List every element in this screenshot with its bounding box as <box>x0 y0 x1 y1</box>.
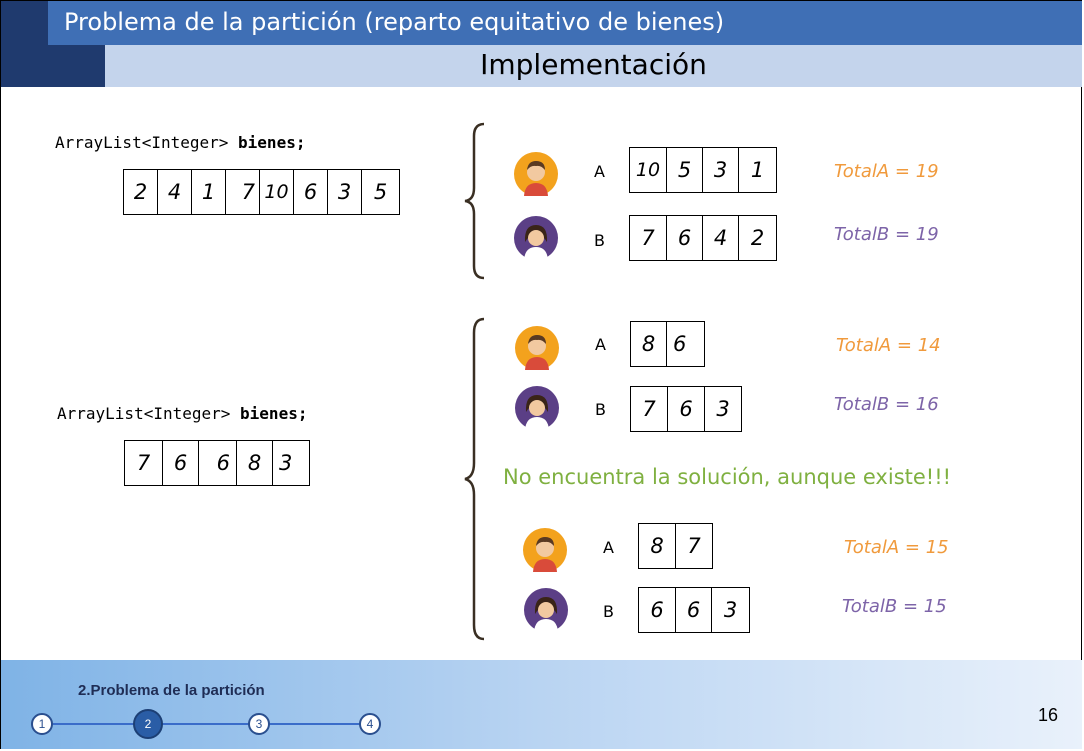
array-cell: 2 <box>124 170 158 214</box>
solution-a-array: 8 7 <box>638 523 713 569</box>
array-cell: 8 <box>237 441 273 485</box>
boy-avatar-icon <box>515 326 559 370</box>
array-cell: 3 <box>723 598 738 622</box>
page-number: 16 <box>1038 705 1059 725</box>
code-type: ArrayList<Integer> <box>55 133 239 152</box>
attempt-b-array: 7 6 3 <box>630 386 742 432</box>
array-cell: 5 <box>373 180 388 204</box>
array-cell: 8 <box>639 524 676 568</box>
no-solution-note: No encuentra la solución, aunque existe!… <box>503 465 952 489</box>
section-label: 2.Problema de la partición <box>78 682 265 699</box>
array-cell: 7 <box>687 534 701 558</box>
person-a-label: A <box>594 162 605 181</box>
total-b: TotalB = 15 <box>842 596 947 617</box>
array-cell: 4 <box>703 216 739 260</box>
array-cell: 10 <box>260 170 294 214</box>
person-b-array: 7 6 4 2 <box>629 215 777 261</box>
solution-b-array: 6 6 3 <box>638 587 750 633</box>
array-cell: 6 <box>163 441 199 485</box>
array-cell: 8 <box>631 322 667 366</box>
progress-line <box>52 723 370 725</box>
boy-avatar-icon <box>523 528 567 572</box>
curly-brace-icon <box>464 122 485 280</box>
person-a-array: 10 5 3 1 <box>629 147 777 193</box>
code-declaration-2: ArrayList<Integer> bienes; <box>57 404 307 423</box>
step-4[interactable]: 4 <box>359 713 381 735</box>
slide-subtitle: Implementación <box>480 48 707 81</box>
header-title-bar <box>48 1 1082 45</box>
footer-bar <box>1 660 1082 749</box>
girl-avatar-icon <box>524 588 568 632</box>
curly-brace-icon <box>464 317 485 641</box>
total-b: TotalB = 19 <box>834 224 939 245</box>
array-cell: 6 <box>676 588 712 632</box>
array-cell: 10 <box>630 148 667 192</box>
code-type: ArrayList<Integer> <box>57 404 241 423</box>
step-3[interactable]: 3 <box>248 713 270 735</box>
array-cell: 6 <box>673 332 687 356</box>
bienes-array-1: 2 4 1 7 10 6 3 5 <box>123 169 400 215</box>
array-cell: 6 <box>668 387 705 431</box>
array-cell: 7 <box>226 170 260 214</box>
person-b-label: B <box>594 231 605 250</box>
array-cell: 3 <box>328 170 362 214</box>
array-cell: 7 <box>630 216 667 260</box>
person-a-label: A <box>603 538 614 557</box>
slide-title: Problema de la partición (reparto equita… <box>64 8 725 36</box>
array-cell: 7 <box>631 387 668 431</box>
person-a-label: A <box>595 335 606 354</box>
header-subtitle-bar <box>105 45 1082 87</box>
total-a: TotalA = 15 <box>844 537 949 558</box>
array-cell: 6 <box>667 216 703 260</box>
girl-avatar-icon <box>514 216 558 260</box>
code-variable: bienes; <box>240 404 308 423</box>
code-variable: bienes; <box>238 133 306 152</box>
array-cell: 6 <box>639 588 676 632</box>
array-cell: 3 <box>703 148 739 192</box>
total-a: TotalA = 14 <box>836 335 941 356</box>
attempt-a-array: 8 6 <box>630 321 705 367</box>
array-cell: 3 <box>279 451 293 475</box>
person-b-label: B <box>603 602 614 621</box>
boy-avatar-icon <box>514 152 558 196</box>
array-cell: 3 <box>716 397 730 421</box>
bienes-array-2: 7 6 6 8 3 <box>124 440 310 486</box>
array-cell: 4 <box>158 170 192 214</box>
girl-avatar-icon <box>515 386 559 430</box>
array-cell: 5 <box>667 148 703 192</box>
array-cell: 6 <box>294 170 328 214</box>
array-cell: 6 <box>199 441 237 485</box>
array-cell: 2 <box>750 226 765 250</box>
total-a: TotalA = 19 <box>834 161 939 182</box>
code-declaration-1: ArrayList<Integer> bienes; <box>55 133 305 152</box>
array-cell: 7 <box>125 441 163 485</box>
step-2[interactable]: 2 <box>133 709 163 739</box>
array-cell: 1 <box>750 158 765 182</box>
person-b-label: B <box>595 400 606 419</box>
step-1[interactable]: 1 <box>31 713 53 735</box>
array-cell: 1 <box>192 170 226 214</box>
total-b: TotalB = 16 <box>834 394 939 415</box>
